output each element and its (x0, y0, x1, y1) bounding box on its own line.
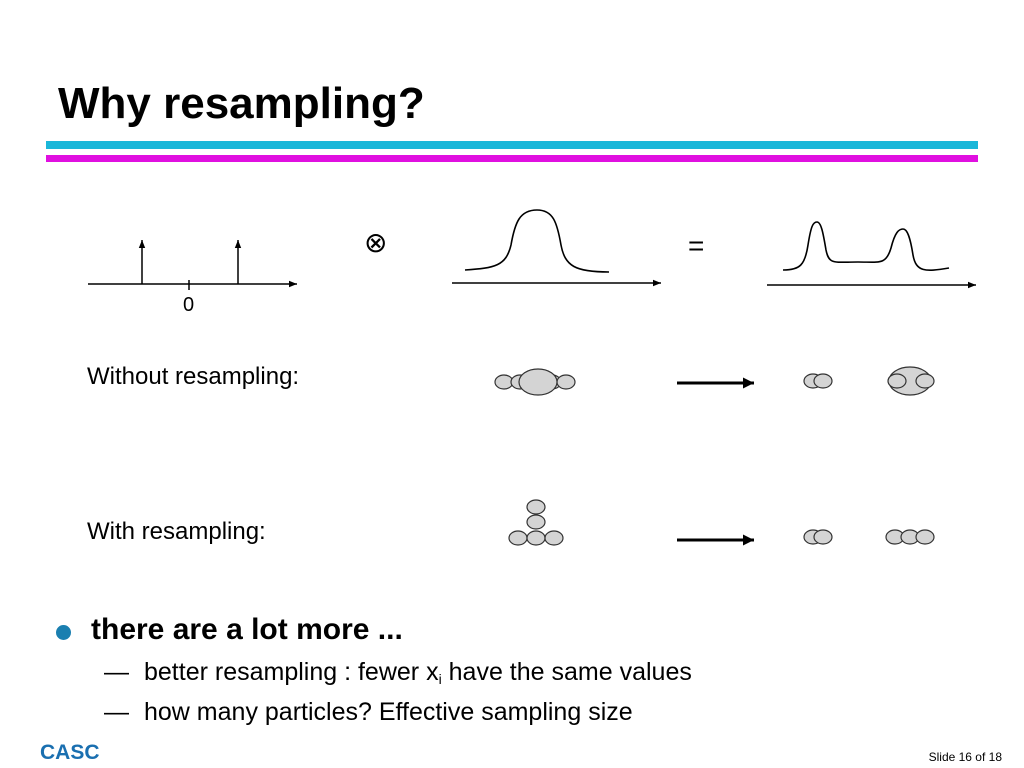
particles-with-before (508, 499, 564, 546)
sub-bullet-1-text-end: have the same values (441, 658, 692, 686)
particles-without-after (803, 366, 935, 396)
bump-curve (464, 209, 610, 273)
dash-icon: — (104, 658, 129, 686)
slide-title: Why resampling? (58, 79, 425, 128)
title-rule-magenta (46, 155, 978, 162)
particle (887, 373, 907, 389)
with-resampling-label: With resampling: (87, 518, 266, 545)
particle (494, 374, 514, 390)
particle-heavy (518, 368, 558, 396)
without-resampling-label: Without resampling: (87, 363, 300, 390)
sub-bullet-1: — better resampling : fewer xi have the s… (104, 657, 692, 687)
double-bump-curve (782, 221, 950, 271)
zero-tick-label: 0 (183, 294, 195, 316)
particle (544, 530, 564, 546)
particles-without-before (494, 368, 576, 396)
sub-bullet-1-text: better resampling : fewer x (144, 658, 439, 686)
particle (915, 373, 935, 389)
particle (526, 530, 546, 546)
particle (508, 530, 528, 546)
single-bump-plot (452, 209, 661, 287)
slide-number: Slide 16 of 18 (928, 750, 1002, 764)
casc-logo: CASC (40, 741, 100, 764)
particle (915, 529, 935, 545)
particle (526, 499, 546, 515)
particle (813, 529, 833, 545)
particle (526, 514, 546, 530)
otimes-symbol: ⊗ (364, 227, 388, 258)
dash-icon: — (104, 698, 129, 726)
particle (556, 374, 576, 390)
particles-with-after (803, 529, 935, 545)
bullet-dot (56, 625, 71, 640)
equals-symbol: = (688, 230, 705, 261)
title-rule-cyan (46, 141, 978, 149)
double-bump-plot (767, 221, 976, 289)
bullet-main: there are a lot more ... (91, 613, 403, 646)
delta-comb-plot (88, 240, 297, 290)
sub-bullet-1-subscript: i (438, 671, 442, 687)
particle (813, 373, 833, 389)
sub-bullet-2-text: how many particles? Effective sampling s… (144, 698, 633, 726)
sub-bullet-2: — how many particles? Effective sampling … (104, 697, 633, 727)
